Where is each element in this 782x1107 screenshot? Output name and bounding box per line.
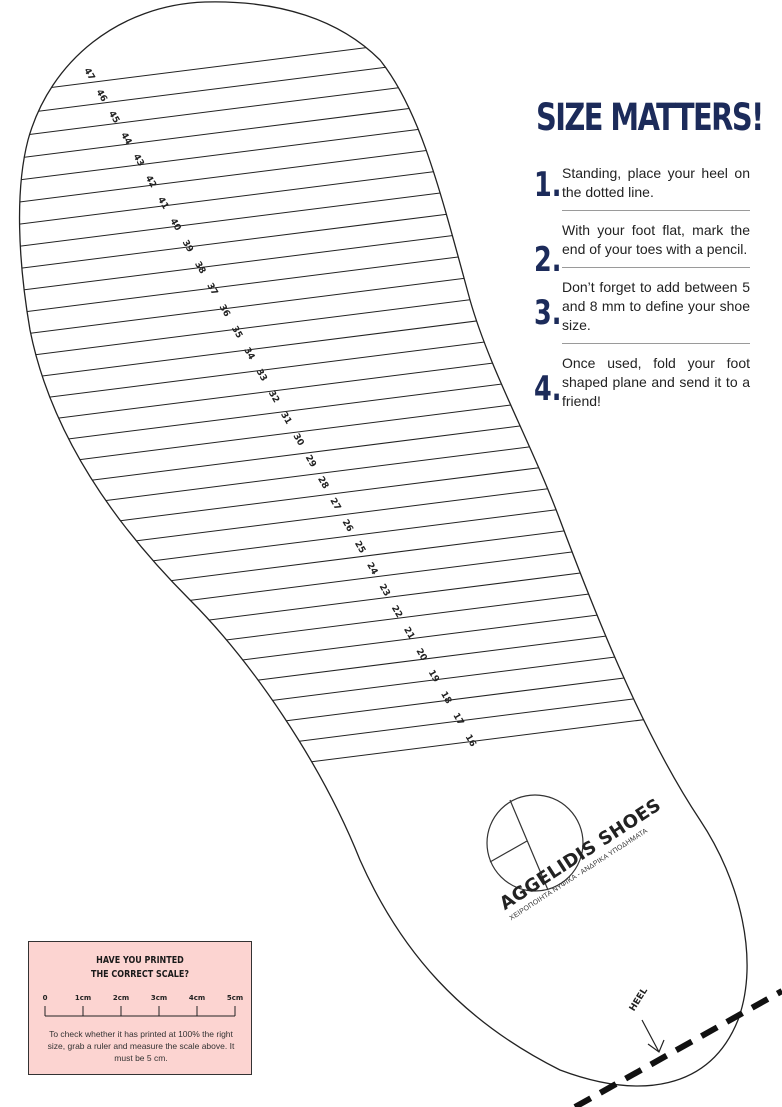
ruler-tick-label: 1cm <box>75 994 91 1002</box>
step-2: 2. With your foot flat, mark the end of … <box>534 221 750 277</box>
scale-check-text: To check whether it has printed at 100% … <box>47 1029 235 1063</box>
ruler: 0 1cm 2cm 3cm 4cm 5cm <box>43 994 243 1017</box>
step-text: With your foot flat, mark the end of you… <box>562 222 750 257</box>
step-number: 1. <box>534 165 562 205</box>
step-number: 2. <box>534 240 562 280</box>
heel-arrow-icon <box>641 1019 665 1053</box>
scale-title-line-2: THE CORRECT SCALE? <box>91 969 189 980</box>
step-3: 3. Don’t forget to add between 5 and 8 m… <box>534 278 750 335</box>
brand-logo-icon <box>486 794 584 892</box>
ruler-tick-label: 5cm <box>227 994 243 1002</box>
heel-dotted-line <box>573 988 782 1107</box>
scale-check-title: HAVE YOU PRINTED THE CORRECT SCALE? <box>51 954 229 982</box>
scale-check-box: HAVE YOU PRINTED THE CORRECT SCALE? 0 1cm… <box>28 941 252 1075</box>
step-4: 4. Once used, fold your foot shaped plan… <box>534 354 750 411</box>
ruler-tick-label: 4cm <box>189 994 205 1002</box>
ruler-tick-label: 2cm <box>113 994 129 1002</box>
step-number: 4. <box>534 369 562 409</box>
page-title: SIZE MATTERS! <box>536 96 764 139</box>
step-number: 3. <box>534 293 562 333</box>
step-text: Once used, fold your foot shaped plane a… <box>562 355 750 409</box>
ruler-tick-label: 3cm <box>151 994 167 1002</box>
step-divider <box>562 343 750 344</box>
step-1: 1. Standing, place your heel on the dott… <box>534 164 750 202</box>
scale-title-line-1: HAVE YOU PRINTED <box>96 955 184 966</box>
step-text: Don’t forget to add between 5 and 8 mm t… <box>562 279 750 333</box>
step-divider <box>562 210 750 211</box>
step-divider <box>562 267 750 268</box>
step-text: Standing, place your heel on the dotted … <box>562 165 750 200</box>
instructions-list: 1. Standing, place your heel on the dott… <box>534 164 750 411</box>
ruler-tick-label: 0 <box>43 994 48 1002</box>
